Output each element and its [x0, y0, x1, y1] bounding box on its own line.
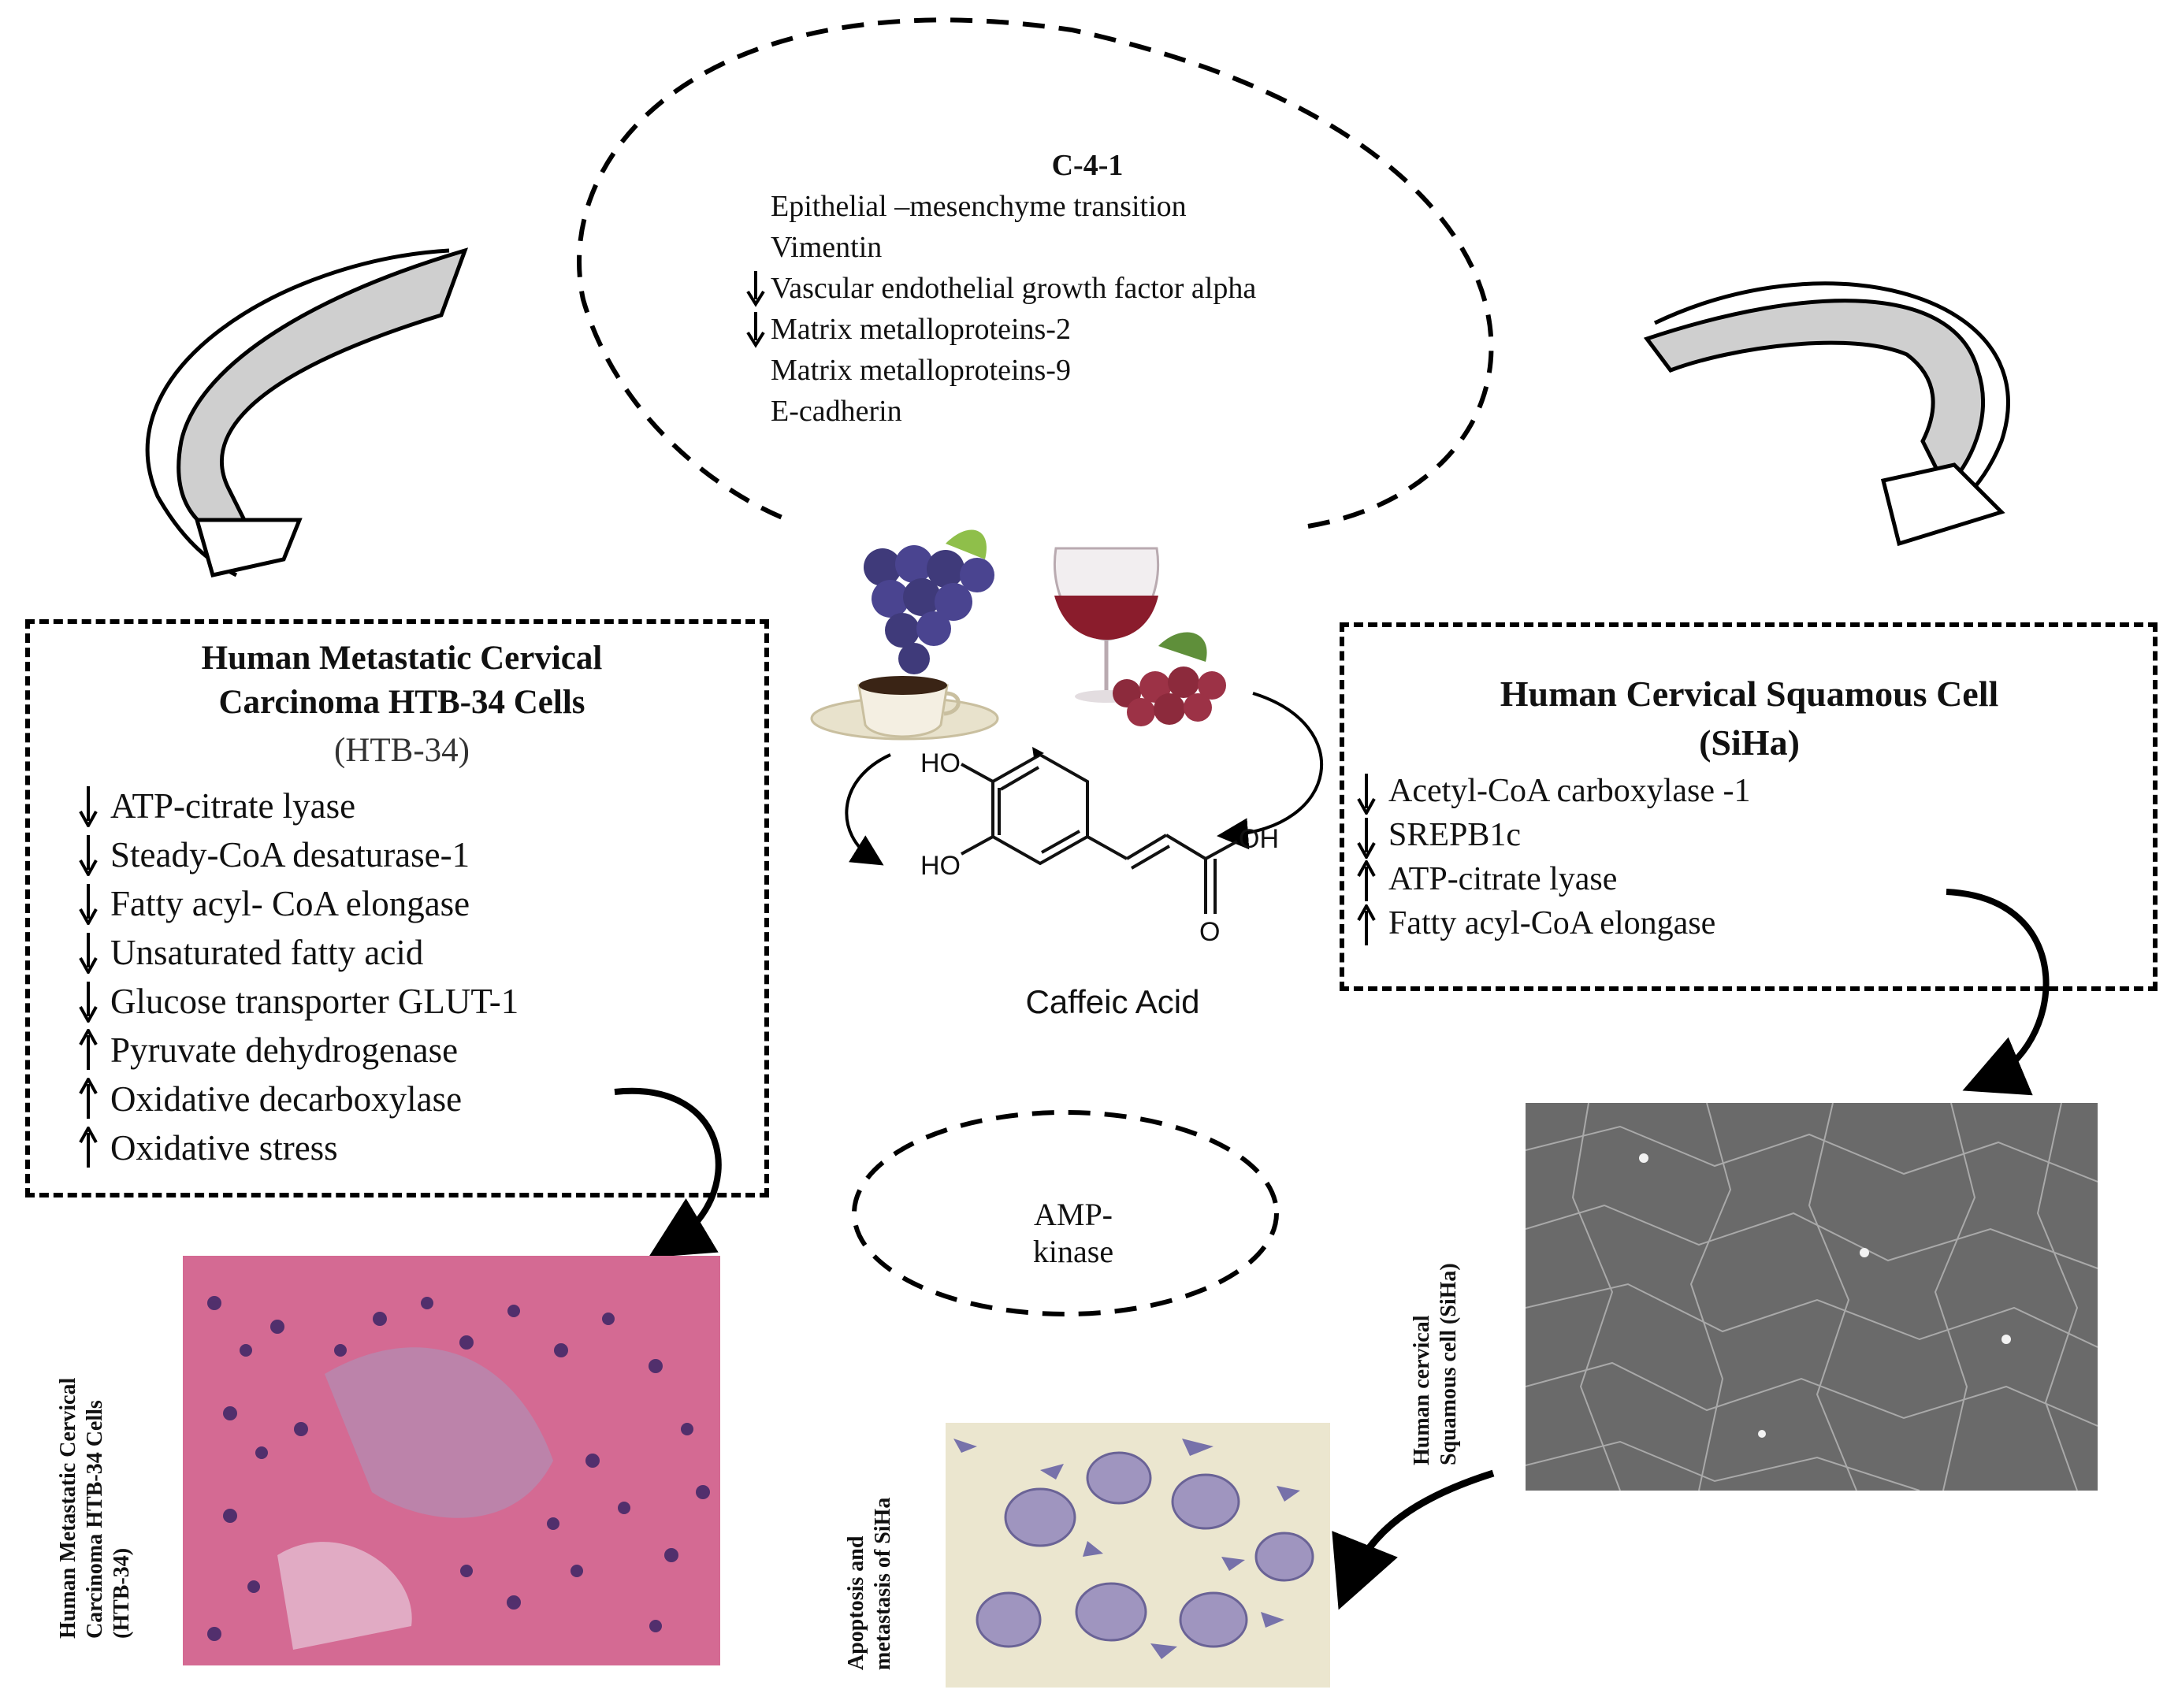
list-item: ATP-citrate lyase: [1354, 857, 1751, 901]
grape-bunch-red-icon: [1113, 632, 1226, 726]
list-item: Pyruvate dehydrogenase: [76, 1026, 518, 1075]
down-arrow-icon: [746, 312, 765, 348]
up-arrow-icon: [1357, 860, 1376, 901]
siha-list: Acetyl-CoA carboxylase -1 SREPB1c ATP-ci…: [1354, 769, 1751, 945]
coffee-cup-icon: [810, 676, 999, 741]
down-arrow-icon: [79, 835, 98, 876]
big-curved-arrow-left: [145, 247, 469, 577]
down-arrow-icon: [1357, 818, 1376, 859]
list-item: Fatty acyl- CoA elongase: [76, 879, 518, 928]
ho-bottom-label: HO: [920, 851, 961, 881]
siha-box: [1340, 622, 2158, 991]
down-arrow-icon: [79, 982, 98, 1023]
ampk-ellipse: [852, 1110, 1279, 1316]
c41-item: Vascular endothelial growth factor alpha: [746, 268, 1256, 309]
down-arrow-icon: [79, 884, 98, 925]
htb34-histology-image: [183, 1256, 720, 1665]
up-arrow-icon: [79, 1078, 98, 1119]
c41-item: Matrix metalloproteins-9: [771, 354, 1071, 387]
arrow-coffee-to-caffeic: [845, 753, 891, 866]
c41-item: Matrix metalloproteins-2: [746, 309, 1256, 350]
c41-ellipse: [577, 17, 1494, 529]
apoptosis-image: [946, 1423, 1330, 1688]
ampk-label: AMP-kinase: [1032, 1197, 1114, 1269]
list-item: ATP-citrate lyase: [76, 782, 518, 830]
up-arrow-icon: [79, 1029, 98, 1070]
down-arrow-icon: [79, 786, 98, 827]
down-arrow-icon: [79, 933, 98, 974]
list-item: Steady-CoA desaturase-1: [76, 830, 518, 879]
wine-glass-icon: [1054, 547, 1159, 703]
list-item: SREPB1c: [1354, 813, 1751, 859]
siha-title: Human Cervical Squamous Cell (SiHa): [1500, 674, 1999, 763]
big-curved-arrow-right: [1643, 281, 2010, 547]
o-label: O: [1199, 917, 1221, 947]
arrow-siha-to-apoptosis: [1332, 1469, 1495, 1610]
down-arrow-icon: [1357, 774, 1376, 815]
list-item: Oxidative stress: [76, 1123, 518, 1172]
grape-bunch-purple-icon: [864, 529, 994, 674]
arrow-wine-to-caffeic: [1217, 692, 1323, 850]
caffeic-acid-structure: [961, 752, 1238, 914]
htb34-title: Human Metastatic Cervical Carcinoma HTB-…: [201, 640, 603, 721]
arrow-right-to-image: [1946, 889, 2050, 1096]
up-arrow-icon: [79, 1127, 98, 1168]
list-item: Acetyl-CoA carboxylase -1: [1354, 769, 1751, 815]
caffeic-acid-label: Caffeic Acid: [1025, 983, 1200, 1020]
apoptosis-image-caption: Apoptosis and metastasis of SiHa: [844, 1497, 895, 1670]
siha-micrograph-image: [1526, 1103, 2098, 1491]
up-arrow-icon: [1357, 904, 1376, 945]
micrograph-texture: [1526, 1103, 2098, 1491]
histology-texture: [183, 1256, 720, 1665]
c41-item: Epithelial –mesenchyme transition: [771, 190, 1187, 223]
ho-top-label: HO: [920, 748, 961, 778]
htb34-list: ATP-citrate lyase Steady-CoA desaturase-…: [76, 782, 518, 1172]
htb34-subtitle: (HTB-34): [334, 732, 470, 769]
htb34-image-caption: Human Metastatic Cervical Carcinoma HTB-…: [56, 1377, 134, 1639]
list-item: Oxidative decarboxylase: [76, 1075, 518, 1123]
htb34-box: [25, 619, 769, 1197]
small-triangle: [1032, 747, 1044, 758]
list-item: Unsaturated fatty acid: [76, 928, 518, 977]
c41-item: Vimentin: [771, 231, 883, 264]
oh-label: OH: [1239, 824, 1279, 854]
list-item: Fatty acyl-CoA elongase: [1354, 901, 1751, 945]
c41-list: Epithelial –mesenchyme transition Viment…: [746, 186, 1256, 432]
list-item: Glucose transporter GLUT-1: [76, 977, 518, 1026]
apoptosis-texture: [946, 1423, 1330, 1688]
arrow-left-to-image: [614, 1087, 722, 1258]
c41-item: E-cadherin: [771, 395, 902, 428]
c41-title: C-4-1: [1051, 149, 1124, 182]
down-arrow-icon: [746, 271, 765, 307]
siha-image-caption: Human cervical Squamous cell (SiHa): [1410, 1263, 1461, 1465]
